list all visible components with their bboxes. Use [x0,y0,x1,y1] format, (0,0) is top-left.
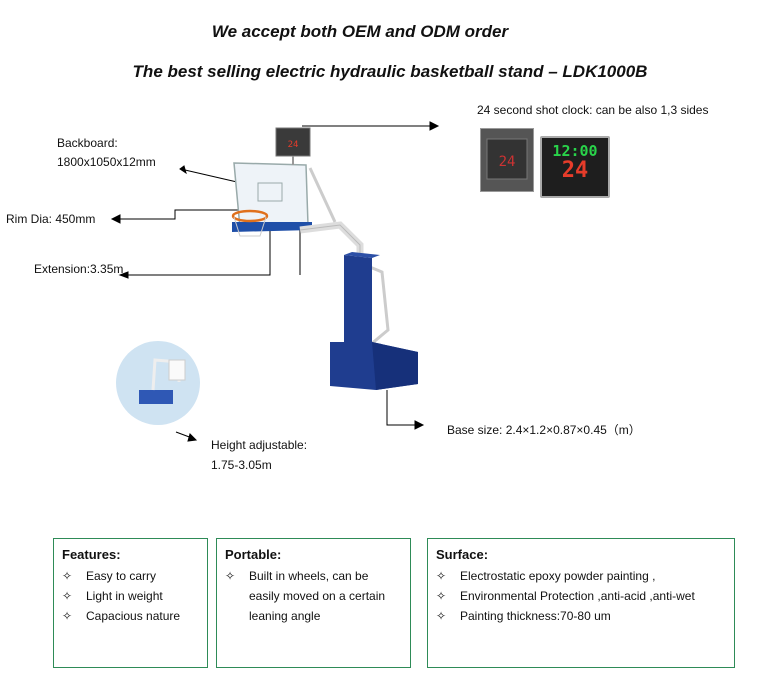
portable-title: Portable: [225,547,282,562]
list-item: ✧Environmental Protection ,anti-acid ,an… [436,586,726,606]
bullet-icon: ✧ [225,569,236,583]
shot-clock-time: 12:00 [552,142,598,160]
rim-label: Rim Dia: 450mm [6,212,96,226]
stand-illustration: 24 [110,121,440,442]
bullet-icon: ✧ [436,569,447,583]
shot-clock-front-photo: 12:00 24 [540,136,610,198]
height-range: 1.75-3.05m [211,458,272,472]
height-adjust-image [116,341,200,425]
bullet-icon: ✧ [436,609,447,623]
bullet-icon: ✧ [62,609,73,623]
bullet-icon: ✧ [62,569,73,583]
list-item: ✧Light in weight [62,586,199,606]
shot-clock-seconds: 24 [561,158,589,183]
list-item: ✧Painting thickness:70-80 um [436,606,726,626]
list-item: ✧Built in wheels, can be easily moved on… [225,566,402,626]
portable-box: Portable: ✧Built in wheels, can be easil… [216,538,411,668]
list-item: ✧Capacious nature [62,606,199,626]
features-box: Features: ✧Easy to carry ✧Light in weigh… [53,538,208,668]
bullet-icon: ✧ [62,589,73,603]
surface-title: Surface: [436,547,489,562]
shot-clock-label: 24 second shot clock: can be also 1,3 si… [477,103,709,117]
leader-lines [110,121,440,442]
backboard-label: Backboard: [57,136,118,150]
title-oem: We accept both OEM and ODM order [211,22,509,41]
list-item: ✧Easy to carry [62,566,199,586]
bullet-icon: ✧ [436,589,447,603]
extension-label: Extension:3.35m [34,262,124,276]
height-label: Height adjustable: [211,438,308,452]
features-title: Features: [62,547,121,562]
backboard-size: 1800x1050x12mm [57,155,156,169]
shot-clock-side-photo: 24 [480,128,534,192]
surface-box: Surface: ✧Electrostatic epoxy powder pai… [427,538,735,668]
svg-text:24: 24 [499,154,516,170]
title-product: The best selling electric hydraulic bask… [132,62,648,81]
list-item: ✧Electrostatic epoxy powder painting , [436,566,726,586]
svg-text:24: 24 [288,140,299,150]
base-size-label: Base size: 2.4×1.2×0.87×0.45（m） [447,423,641,437]
